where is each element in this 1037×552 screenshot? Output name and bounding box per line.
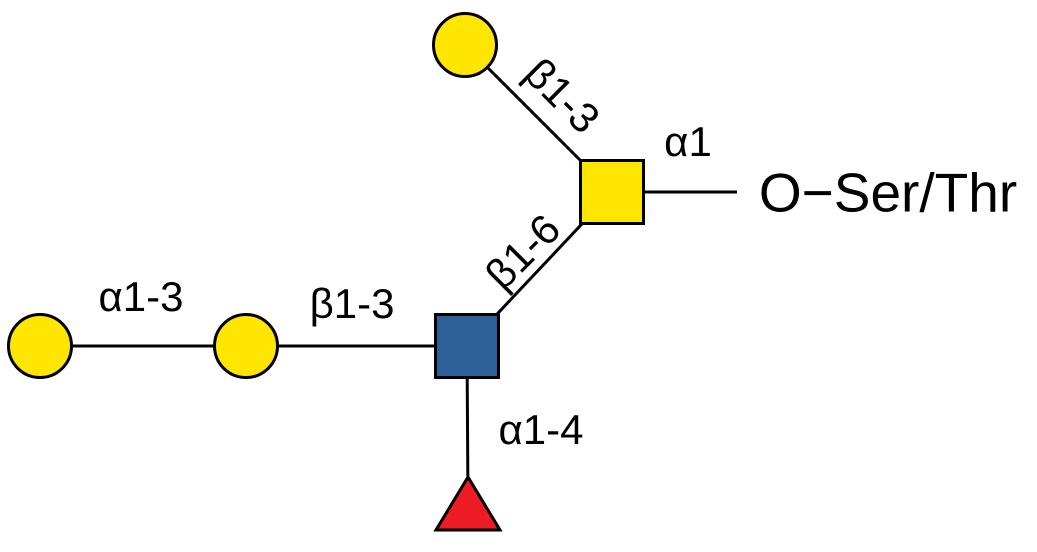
red-triangle-icon <box>433 474 503 532</box>
red-triangle-node <box>433 474 503 534</box>
linkage-label-beta1-3-left: β1-3 <box>309 280 395 327</box>
yellow-square-node <box>579 159 645 225</box>
anchor-label-o-ser-thr: O−Ser/Thr <box>758 161 1018 224</box>
linkage-label-alpha1-4: α1-4 <box>498 406 584 453</box>
yellow-circle-node-top <box>432 12 498 78</box>
blue-square-node <box>434 313 500 379</box>
linkage-label-alpha1-3: α1-3 <box>98 273 184 320</box>
yellow-circle-node-left <box>7 313 73 379</box>
linkage-label-alpha1: α1 <box>664 118 712 165</box>
yellow-circle-node-mid <box>213 313 279 379</box>
